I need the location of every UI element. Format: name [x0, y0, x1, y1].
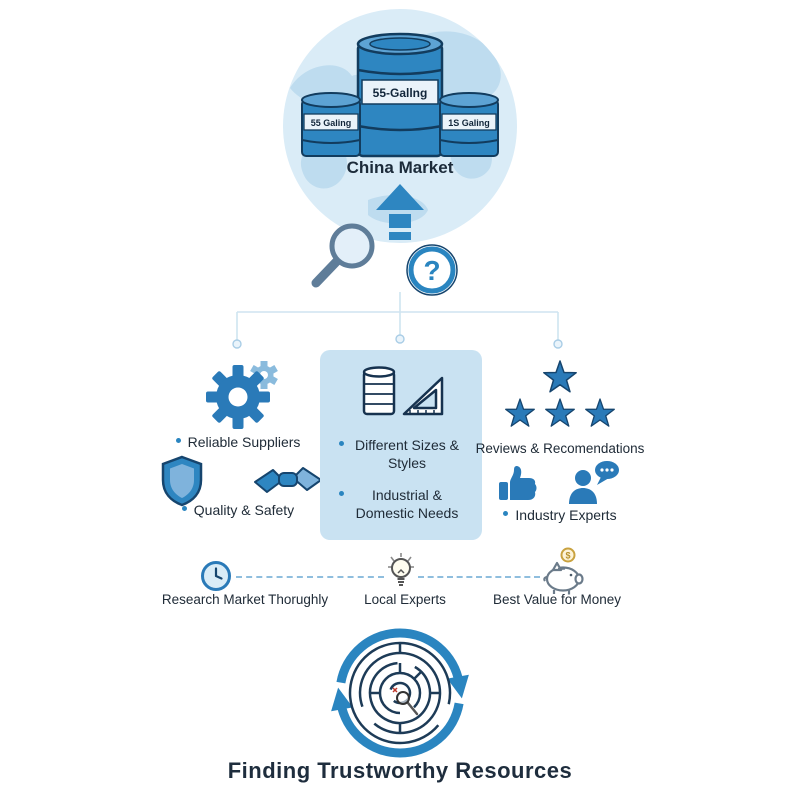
- page-title: Finding Trustworthy Resources: [227, 758, 573, 783]
- tip-best-value-label: Best Value for Money: [492, 592, 622, 607]
- reliable-suppliers-label: Reliable Suppliers: [187, 434, 301, 450]
- maze-rings: [348, 641, 452, 745]
- reviews-heading: Reviews & Recomendations: [475, 441, 645, 456]
- industry-experts-item: Industry Experts: [470, 506, 650, 524]
- barrel-large: 55-Gallng: [356, 32, 444, 158]
- bullet-dot: [181, 506, 187, 511]
- industrial-domestic-item: Industrial & Domestic Needs: [330, 486, 472, 522]
- maze-x-mark: [392, 687, 398, 693]
- bullet-dot: [339, 491, 344, 496]
- maze-illustration: [331, 628, 469, 758]
- bullet-dot: [175, 438, 181, 443]
- industrial-domestic-label: Industrial & Domestic Needs: [355, 487, 459, 522]
- barrel-right-label: 1S Galing: [448, 118, 490, 128]
- piggy-bank-icon: $: [543, 547, 584, 595]
- mid-section: ?: [232, 184, 563, 349]
- industry-experts-label: Industry Experts: [515, 507, 617, 523]
- light-bulb-icon: [388, 553, 414, 586]
- speech-bubble-icon: [595, 461, 619, 485]
- barrel-left: 55 Galing: [301, 92, 361, 157]
- connector-dot-left: [232, 339, 242, 349]
- quality-safety-label: Quality & Safety: [193, 502, 295, 518]
- sizes-styles-icon: [362, 366, 444, 416]
- quality-safety-item: Quality & Safety: [148, 501, 328, 519]
- connector-dot-right: [553, 339, 563, 349]
- china-market-label: China Market: [347, 158, 454, 177]
- tips-dashed-line-left: [236, 576, 384, 578]
- china-market-illustration: 55-Gallng 55 Galing 1S Galing China Mark…: [283, 9, 517, 243]
- connector-dot-center: [395, 334, 405, 344]
- arrowhead: [447, 674, 469, 699]
- coin-icon: [560, 547, 576, 563]
- magnifier-icon: [311, 223, 375, 288]
- different-sizes-item: Different Sizes & Styles: [330, 436, 472, 472]
- different-sizes-label: Different Sizes & Styles: [354, 437, 459, 472]
- clock-icon: [201, 561, 231, 591]
- tip-research-label: Research Market Thorughly: [161, 592, 329, 607]
- reliable-suppliers-item: Reliable Suppliers: [148, 433, 328, 451]
- tips-dashed-line-right: [418, 576, 540, 578]
- thumbs-up-icon: [499, 466, 537, 500]
- cycle-arrows-icon: [336, 628, 464, 758]
- bullet-dot: [339, 441, 344, 446]
- handshake-icon: [254, 467, 322, 493]
- arrowhead: [331, 687, 353, 712]
- gear-icon: [206, 361, 278, 429]
- up-arrow-icon: [376, 184, 424, 240]
- barrel-left-label: 55 Galing: [311, 118, 352, 128]
- barrel-right: 1S Galing: [439, 92, 499, 157]
- stars-icon: [505, 360, 615, 427]
- center-panel: [320, 350, 482, 540]
- connector-lines: [236, 292, 559, 340]
- tip-local-experts-label: Local Experts: [364, 592, 446, 607]
- coin-dollar-glyph: $: [565, 551, 570, 561]
- question-glyph: ?: [423, 255, 440, 286]
- shield-icon: [161, 455, 203, 507]
- bullet-dot: [503, 511, 509, 516]
- expert-person-icon: [569, 461, 619, 504]
- barrel-large-label: 55-Gallng: [373, 86, 428, 100]
- question-mark-icon: ?: [406, 244, 458, 296]
- maze-magnifier-icon: [392, 687, 419, 716]
